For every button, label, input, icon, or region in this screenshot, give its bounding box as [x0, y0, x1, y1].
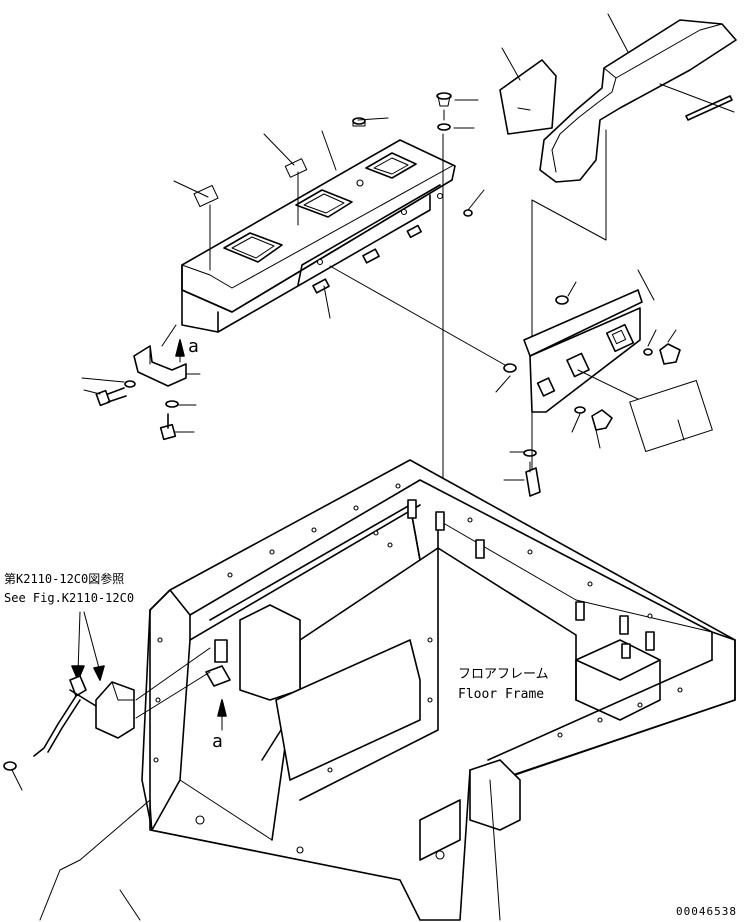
left-bracket [81, 324, 201, 441]
leader-lines-console [173, 117, 485, 319]
hardware-center [329, 92, 517, 501]
reference-label-jp: 第K2110-12C0図参照 [4, 572, 125, 586]
floor-frame-label-en: Floor Frame [458, 687, 545, 702]
floor-frame-label-jp: フロアフレーム [458, 667, 549, 682]
frame-holes [153, 483, 683, 860]
armrest-cover [499, 13, 737, 471]
drawing-number: 00046538 [676, 905, 737, 918]
floor-frame [39, 459, 736, 921]
mounting-plate [503, 269, 713, 497]
reference-label-en: See Fig.K2110-12C0 [4, 591, 135, 605]
console-box [181, 139, 456, 333]
lever-assembly [3, 611, 211, 791]
view-marker-a-top: a [188, 336, 199, 357]
studs [407, 499, 655, 659]
view-marker-a-bottom: a [212, 731, 223, 752]
